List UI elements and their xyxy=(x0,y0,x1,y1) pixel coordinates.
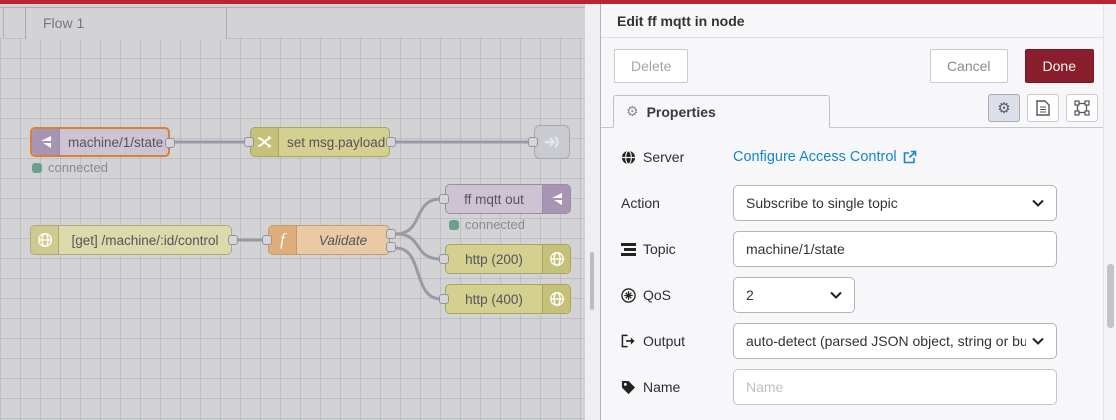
tray-tools: ⚙ xyxy=(988,94,1098,122)
port-output-2[interactable] xyxy=(386,242,396,252)
node-label: http (200) xyxy=(465,251,523,267)
node-mqtt-in[interactable]: machine/1/state xyxy=(30,127,175,157)
node-link-out[interactable] xyxy=(528,125,570,159)
node-function[interactable]: f Validate xyxy=(262,225,396,255)
port-input[interactable] xyxy=(439,194,449,204)
port-input[interactable] xyxy=(439,254,449,264)
function-icon: f xyxy=(269,226,297,254)
chevron-down-icon xyxy=(1032,337,1044,345)
globe-icon xyxy=(31,226,59,254)
qos-row: QoS 2 xyxy=(621,277,1092,313)
globe-icon xyxy=(621,149,636,165)
gear-icon: ⚙ xyxy=(626,103,639,119)
topic-row: Topic xyxy=(621,231,1092,267)
qos-label: QoS xyxy=(621,287,733,303)
tab-bar-edge xyxy=(3,7,4,38)
action-label: Action xyxy=(621,195,660,211)
output-row: Output auto-detect (parsed JSON object, … xyxy=(621,323,1092,359)
sign-out-icon xyxy=(621,334,636,348)
external-link-icon xyxy=(903,150,916,164)
node-http-response-400[interactable]: http (400) xyxy=(439,284,571,314)
document-icon xyxy=(1036,100,1050,116)
node-label: machine/1/state xyxy=(68,134,164,150)
mqtt-icon xyxy=(542,185,570,213)
properties-tool-button[interactable]: ⚙ xyxy=(988,94,1020,122)
tray-scrollbar-track[interactable] xyxy=(1103,4,1116,420)
server-row: Server Configure Access Control xyxy=(621,142,1092,172)
chevron-down-icon xyxy=(830,291,842,299)
action-row: Action Subscribe to single topic xyxy=(621,185,1092,221)
edit-tray: Edit ff mqtt in node Delete Cancel Done … xyxy=(600,4,1116,420)
status-dot xyxy=(449,219,459,230)
node-label: ff mqtt out xyxy=(464,191,524,207)
port-output[interactable] xyxy=(386,137,396,147)
flow-canvas[interactable]: Flow 1 machine/1/state connected set msg… xyxy=(0,0,585,420)
topic-label: Topic xyxy=(621,241,733,257)
tab-properties-label: Properties xyxy=(646,103,716,120)
gear-icon: ⚙ xyxy=(997,100,1011,117)
status-text: connected xyxy=(48,160,108,175)
globe-icon xyxy=(542,285,570,313)
wires xyxy=(174,140,530,301)
topic-input[interactable] xyxy=(733,231,1057,267)
shuffle-icon xyxy=(251,128,279,156)
port-input[interactable] xyxy=(439,294,449,304)
tab-bar-line xyxy=(0,7,585,8)
qos-icon xyxy=(621,287,636,303)
done-button[interactable]: Done xyxy=(1024,49,1094,83)
output-label: Output xyxy=(621,333,733,349)
gutter-scrollbar[interactable] xyxy=(590,252,594,310)
name-row: Name xyxy=(621,369,1092,405)
tray-scrollbar-thumb[interactable] xyxy=(1107,264,1114,328)
port-output[interactable] xyxy=(228,235,238,245)
tag-icon xyxy=(621,380,636,395)
name-label: Name xyxy=(621,379,733,395)
appearance-tool-button[interactable] xyxy=(1066,94,1098,122)
status-text: connected xyxy=(465,217,525,232)
canvas-gutter xyxy=(585,4,600,420)
port-output-1[interactable] xyxy=(386,229,396,239)
cancel-button[interactable]: Cancel xyxy=(929,49,1008,83)
description-tool-button[interactable] xyxy=(1027,94,1059,122)
action-select[interactable]: Subscribe to single topic xyxy=(733,185,1057,221)
node-mqtt-out[interactable]: ff mqtt out xyxy=(439,184,571,214)
port-output[interactable] xyxy=(165,138,175,148)
header-accent-bar xyxy=(0,0,1116,4)
list-icon xyxy=(621,242,636,256)
node-change[interactable]: set msg.payload xyxy=(244,127,396,157)
tab-flow-1[interactable]: Flow 1 xyxy=(25,7,227,39)
qos-select[interactable]: 2 xyxy=(733,277,855,313)
node-label: http (400) xyxy=(465,291,523,307)
port-input[interactable] xyxy=(244,137,254,147)
node-status: connected xyxy=(32,160,108,175)
mqtt-icon xyxy=(32,129,60,155)
server-label: Server xyxy=(621,149,733,165)
node-label: [get] /machine/:id/control xyxy=(71,232,219,248)
edit-tray-buttons: Delete Cancel Done xyxy=(601,38,1116,94)
node-status: connected xyxy=(449,217,525,232)
node-label: Validate xyxy=(318,232,368,248)
configure-access-control-link[interactable]: Configure Access Control xyxy=(733,149,917,165)
node-http-response-200[interactable]: http (200) xyxy=(439,244,571,274)
port-input[interactable] xyxy=(528,137,538,147)
port-input[interactable] xyxy=(262,235,272,245)
chevron-down-icon xyxy=(1032,199,1044,207)
globe-icon xyxy=(542,245,570,273)
name-input[interactable] xyxy=(733,369,1057,405)
node-label: set msg.payload xyxy=(287,134,386,150)
output-select[interactable]: auto-detect (parsed JSON object, string … xyxy=(733,323,1057,359)
link-out-icon xyxy=(545,136,559,148)
edit-tray-tabrow: ⚙ Properties ⚙ xyxy=(601,94,1116,128)
status-dot xyxy=(32,162,42,173)
delete-button[interactable]: Delete xyxy=(614,49,689,83)
appearance-icon xyxy=(1074,100,1090,116)
tab-properties[interactable]: ⚙ Properties xyxy=(613,95,830,128)
edit-tray-title: Edit ff mqtt in node xyxy=(601,4,1116,38)
node-http-in[interactable]: [get] /machine/:id/control xyxy=(30,225,238,255)
properties-form: Server Configure Access Control Action S… xyxy=(601,128,1116,405)
